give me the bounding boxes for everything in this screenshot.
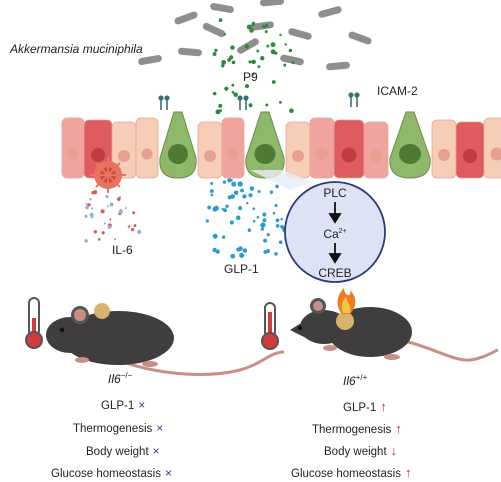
left-outcome-thermogenesis: Thermogenesis×	[73, 421, 164, 435]
cross-icon: ×	[138, 398, 146, 412]
bacterium-label: Akkermansia muciniphila	[10, 42, 143, 56]
thermometer-icon-right	[261, 302, 279, 350]
p9-label: P9	[243, 70, 258, 84]
bacterium-rod	[280, 54, 304, 66]
pathway-ca: Ca2+	[323, 227, 347, 241]
bacterium-rod	[250, 21, 274, 31]
bacterium-rod	[318, 6, 342, 18]
pathway-plc: PLC	[323, 186, 347, 200]
il6-label: IL-6	[112, 243, 133, 257]
right-outcome-thermogenesis: Thermogenesis↑	[312, 421, 402, 436]
pathway-callout	[250, 170, 386, 283]
il6-dots	[84, 190, 142, 243]
epithelial-cell	[135, 117, 159, 179]
left-mouse	[46, 303, 285, 376]
right-outcome-glp1: GLP-1↑	[343, 399, 387, 414]
bacterium-rod	[260, 0, 284, 7]
right-genotype: Il6+/+	[343, 373, 368, 388]
left-outcome-body-weight: Body weight×	[86, 444, 160, 458]
bacteria-group	[138, 0, 372, 71]
immune-cell	[90, 157, 126, 193]
right-outcome-glucose: Glucose homeostasis↑	[291, 465, 412, 480]
right-mouse	[290, 298, 499, 362]
bacterium-rod	[178, 47, 202, 57]
bacterium-rod	[326, 61, 350, 71]
bacterium-rod	[288, 28, 312, 40]
left-genotype: Il6−/−	[108, 371, 133, 386]
bacterium-rod	[202, 22, 226, 38]
cross-icon: ×	[156, 421, 164, 435]
p9-peptide-dots	[212, 18, 295, 115]
icam2-label: ICAM-2	[377, 84, 418, 98]
arrow-up-icon: ↑	[380, 399, 387, 414]
left-outcome-glp1: GLP-1×	[101, 398, 146, 412]
bacterium-rod	[348, 31, 372, 45]
bacterium-rod	[174, 11, 198, 25]
icam2-receptors	[158, 92, 360, 110]
pathway-creb: CREB	[318, 266, 352, 280]
epithelial-cell	[61, 117, 85, 179]
arrow-down-icon: ↓	[390, 443, 398, 458]
epithelial-cell	[483, 117, 501, 179]
arrow-up-icon: ↑	[404, 465, 412, 480]
epithelial-cell	[221, 117, 245, 179]
bacterium-rod	[138, 55, 162, 65]
left-outcome-glucose: Glucose homeostasis×	[51, 466, 172, 480]
cross-icon: ×	[164, 466, 172, 480]
glp1-dots	[205, 178, 287, 259]
cross-icon: ×	[152, 444, 160, 458]
thermometer-icon-left	[25, 297, 43, 349]
right-outcome-body-weight: Body weight↓	[324, 443, 398, 458]
arrow-up-icon: ↑	[395, 421, 402, 436]
flame-icon	[337, 288, 356, 314]
glp1-label: GLP-1	[224, 262, 259, 276]
epithelium-cells	[61, 111, 501, 179]
bacterium-rod	[210, 3, 234, 13]
